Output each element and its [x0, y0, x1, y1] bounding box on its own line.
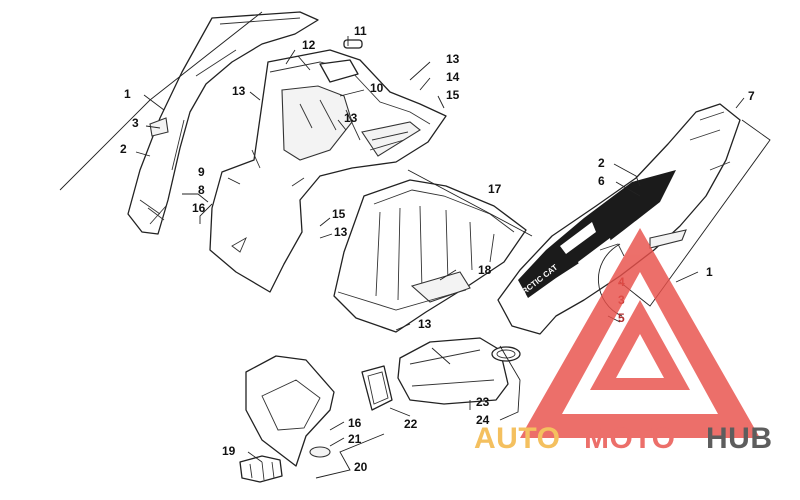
callout-23: 23 — [476, 395, 490, 409]
leader-lines — [59, 11, 771, 479]
callout-9: 9 — [198, 165, 205, 179]
callout-18: 18 — [478, 263, 492, 277]
watermark-hub: HUB — [706, 422, 773, 455]
callout-15-upper: 15 — [446, 88, 460, 102]
watermark-triangle — [520, 228, 760, 438]
callout-21: 21 — [348, 432, 362, 446]
callout-10: 10 — [370, 81, 384, 95]
watermark-logo: AUTO MOTO HUB — [474, 228, 773, 455]
callout-2-right: 2 — [598, 156, 605, 170]
callout-5: 5 — [618, 311, 625, 325]
callout-17: 17 — [488, 182, 502, 196]
watermark-moto: MOTO — [584, 422, 675, 455]
callout-12: 12 — [302, 38, 316, 52]
callout-14: 14 — [446, 70, 460, 84]
callout-20: 20 — [354, 460, 368, 474]
callout-11: 11 — [354, 24, 367, 38]
front-hood — [209, 39, 447, 293]
front-bumper — [239, 355, 335, 483]
callout-2-left: 2 — [120, 142, 127, 156]
callout-labels: 1 3 2 9 8 16 13 12 11 10 13 13 14 15 17 … — [120, 24, 755, 474]
callout-1-left: 1 — [124, 87, 131, 101]
callout-22: 22 — [404, 417, 418, 431]
callout-13-d: 13 — [334, 225, 348, 239]
callout-16-lower: 16 — [348, 416, 362, 430]
callout-13-b: 13 — [344, 111, 358, 125]
callout-1-right: 1 — [706, 265, 713, 279]
callout-24: 24 — [476, 413, 490, 427]
callout-13-e: 13 — [418, 317, 432, 331]
left-side-panel — [127, 11, 319, 235]
watermark-auto: AUTO — [474, 422, 560, 455]
callout-15-lower: 15 — [332, 207, 346, 221]
callout-3-left: 3 — [132, 116, 139, 130]
right-side-panel: ARCTIC CAT — [497, 103, 741, 335]
callout-13-a: 13 — [232, 84, 246, 98]
callout-7: 7 — [748, 89, 755, 103]
callout-6: 6 — [598, 174, 605, 188]
inner-tub — [333, 179, 527, 333]
callout-13-c: 13 — [446, 52, 460, 66]
air-intake-assembly — [361, 337, 521, 411]
callout-8: 8 — [198, 183, 205, 197]
callout-19: 19 — [222, 444, 236, 458]
callout-16-upper: 16 — [192, 201, 206, 215]
